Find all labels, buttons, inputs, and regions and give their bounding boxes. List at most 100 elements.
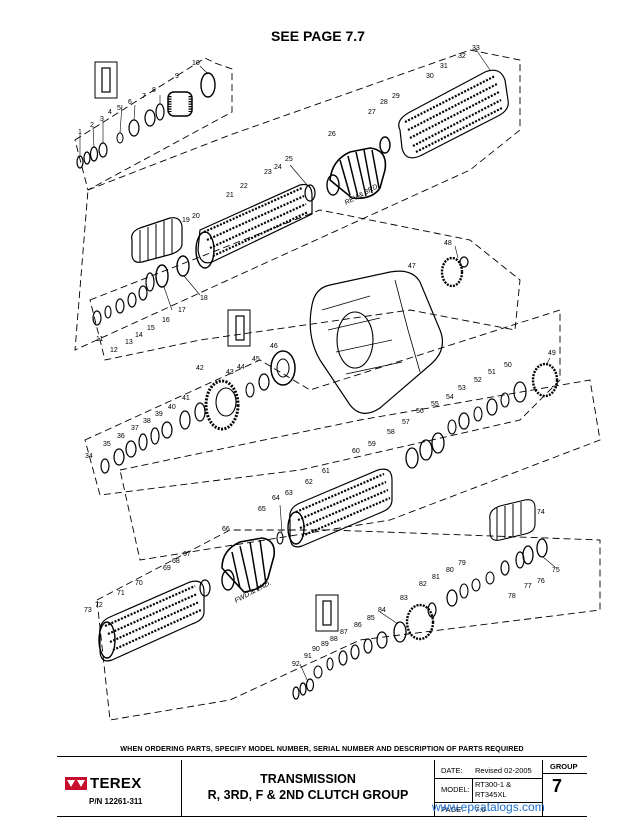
callout-36: 36 <box>117 433 125 440</box>
callout-57: 57 <box>402 419 410 426</box>
title-line-2: R, 3RD, F & 2ND CLUTCH GROUP <box>207 788 409 802</box>
callout-74: 74 <box>537 509 545 516</box>
callout-76: 76 <box>537 578 545 585</box>
callout-16: 16 <box>162 317 170 324</box>
callout-25: 25 <box>285 156 293 163</box>
callout-14: 14 <box>135 332 143 339</box>
callout-leader-lines <box>79 47 556 683</box>
title-line-1: TRANSMISSION <box>260 772 356 786</box>
callout-12: 12 <box>110 347 118 354</box>
callout-32: 32 <box>458 53 466 60</box>
title-block-divider <box>434 760 435 816</box>
callout-31: 31 <box>440 63 448 70</box>
title-block-top-rule <box>57 756 587 757</box>
callout-52: 52 <box>474 377 482 384</box>
callout-11: 11 <box>96 336 103 343</box>
callout-30: 30 <box>426 73 434 80</box>
callout-1: 1 <box>78 129 82 136</box>
callout-2: 2 <box>90 122 94 129</box>
date-value: Revised 02-2005 <box>475 766 532 775</box>
page-label: PAGE: <box>441 805 464 814</box>
callout-78: 78 <box>508 593 516 600</box>
callout-62: 62 <box>305 479 313 486</box>
title-block-rule <box>542 773 587 774</box>
group-label: GROUP <box>550 762 578 771</box>
callout-22: 22 <box>240 183 248 190</box>
callout-58: 58 <box>387 429 395 436</box>
callout-65: 65 <box>258 506 266 513</box>
callout-50: 50 <box>504 362 512 369</box>
title-block-divider <box>181 760 182 816</box>
callout-80: 80 <box>446 567 454 574</box>
callout-41: 41 <box>182 395 190 402</box>
callout-53: 53 <box>458 385 466 392</box>
callout-71: 71 <box>117 590 125 597</box>
callout-86: 86 <box>354 622 362 629</box>
terex-logo: TEREX <box>65 775 142 792</box>
callout-38: 38 <box>143 418 151 425</box>
callout-89: 89 <box>321 641 329 648</box>
part-number: P/N 12261-311 <box>89 797 143 806</box>
callout-43: 43 <box>226 369 234 376</box>
callout-90: 90 <box>312 646 320 653</box>
callout-45: 45 <box>252 356 260 363</box>
callout-33: 33 <box>472 45 480 52</box>
callout-46: 46 <box>270 343 278 350</box>
callout-82: 82 <box>419 581 427 588</box>
callout-5: 5 <box>117 105 121 112</box>
callout-55: 55 <box>431 401 439 408</box>
callout-84: 84 <box>378 607 386 614</box>
callout-19: 19 <box>182 217 190 224</box>
callout-67: 67 <box>183 551 191 558</box>
callout-35: 35 <box>103 441 111 448</box>
callout-42: 42 <box>196 365 204 372</box>
callout-75: 75 <box>552 567 560 574</box>
callout-17: 17 <box>178 307 186 314</box>
callout-29: 29 <box>392 93 400 100</box>
date-label: DATE: <box>441 766 463 775</box>
title-block: TEREX P/N 12261-311 TRANSMISSION R, 3RD,… <box>57 758 587 816</box>
callout-28: 28 <box>380 99 388 106</box>
part-illustrations <box>76 61 559 700</box>
callout-56: 56 <box>416 408 424 415</box>
group-number: 7 <box>552 776 563 796</box>
callout-18: 18 <box>200 295 208 302</box>
model-divider <box>472 778 473 802</box>
callout-63: 63 <box>285 490 293 497</box>
callout-44: 44 <box>237 364 245 371</box>
callout-37: 37 <box>131 425 139 432</box>
callout-85: 85 <box>367 615 375 622</box>
callout-79: 79 <box>458 560 466 567</box>
callout-23: 23 <box>264 169 272 176</box>
callout-6: 6 <box>128 99 132 106</box>
model-label: MODEL: <box>441 785 470 794</box>
part-callout-numbers: 1 2 3 4 5 6 7 8 9 10 11 12 13 14 15 16 1… <box>78 45 560 668</box>
callout-39: 39 <box>155 411 163 418</box>
callout-59: 59 <box>368 441 376 448</box>
callout-13: 13 <box>125 339 133 346</box>
page-value: 7.6 <box>475 805 486 814</box>
callout-60: 60 <box>352 448 360 455</box>
callout-10: 10 <box>192 60 200 67</box>
callout-66: 66 <box>222 526 230 533</box>
callout-51: 51 <box>488 369 496 376</box>
exploded-parts-diagram: 1 2 3 4 5 6 7 8 9 10 11 12 13 14 15 16 1… <box>74 45 601 721</box>
callout-70: 70 <box>135 580 143 587</box>
title-block-rule <box>434 778 542 779</box>
callout-24: 24 <box>274 164 282 171</box>
title-block-rule <box>434 802 542 803</box>
callout-15: 15 <box>147 325 155 332</box>
watermark-text: www.epcatalogs.com <box>432 800 545 814</box>
callout-54: 54 <box>446 394 454 401</box>
callout-4: 4 <box>108 109 112 116</box>
brand-name: TEREX <box>90 775 142 792</box>
callout-61: 61 <box>322 468 330 475</box>
ordering-instructions: WHEN ORDERING PARTS, SPECIFY MODEL NUMBE… <box>120 744 524 753</box>
callout-81: 81 <box>432 574 440 581</box>
title-block-bottom-rule <box>57 816 587 817</box>
callout-49: 49 <box>548 350 556 357</box>
callout-27: 27 <box>368 109 376 116</box>
callout-64: 64 <box>272 495 280 502</box>
callout-47: 47 <box>408 263 416 270</box>
callout-26: 26 <box>328 131 336 138</box>
